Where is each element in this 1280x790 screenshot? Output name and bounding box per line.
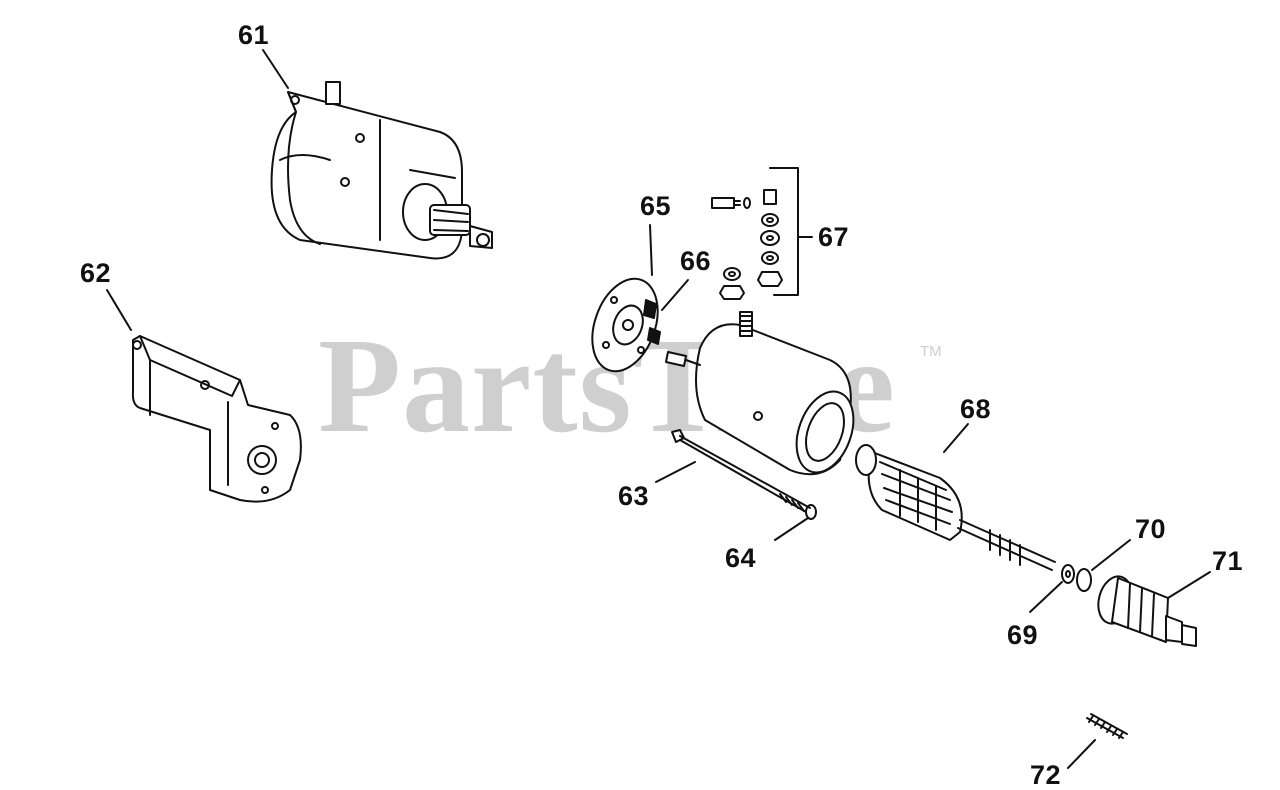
callout-69: 69 — [1007, 620, 1039, 650]
drive-pinion-assembly[interactable] — [1093, 573, 1197, 647]
callout-63: 63 — [618, 481, 650, 511]
callout-67: 67 — [818, 222, 850, 252]
lock-washer[interactable] — [805, 504, 817, 520]
leader-70 — [1091, 539, 1131, 571]
starter-motor-assembly[interactable] — [270, 81, 493, 260]
brush-holder[interactable] — [643, 299, 661, 345]
watermark-trademark: TM — [920, 343, 942, 360]
spacer-washer[interactable] — [1076, 568, 1092, 592]
hardware-kit[interactable] — [711, 189, 783, 300]
callout-71: 71 — [1212, 546, 1244, 576]
callout-62: 62 — [80, 258, 112, 288]
callout-61: 61 — [238, 20, 270, 50]
leader-bracket-67 — [769, 167, 813, 296]
callout-66: 66 — [680, 246, 712, 276]
callout-68: 68 — [960, 394, 992, 424]
armature[interactable] — [855, 444, 1056, 571]
leader-72 — [1067, 739, 1096, 769]
drive-end-bracket[interactable] — [131, 335, 302, 503]
callout-70: 70 — [1135, 514, 1167, 544]
leader-68 — [943, 423, 969, 453]
leader-64 — [774, 517, 809, 541]
field-frame-housing[interactable] — [665, 311, 864, 480]
leader-69 — [1029, 581, 1063, 613]
brush-plate[interactable] — [580, 270, 669, 381]
leader-61 — [262, 49, 289, 89]
leader-62 — [106, 289, 132, 331]
callout-64: 64 — [725, 543, 757, 573]
callout-65: 65 — [640, 191, 672, 221]
leader-65 — [649, 224, 653, 276]
thrust-washer[interactable] — [1061, 564, 1075, 584]
leader-66 — [661, 279, 689, 311]
leader-63 — [655, 461, 696, 483]
through-bolt[interactable] — [671, 429, 811, 513]
spring[interactable] — [1086, 713, 1128, 739]
callout-72: 72 — [1030, 760, 1062, 790]
leader-71 — [1167, 571, 1211, 599]
